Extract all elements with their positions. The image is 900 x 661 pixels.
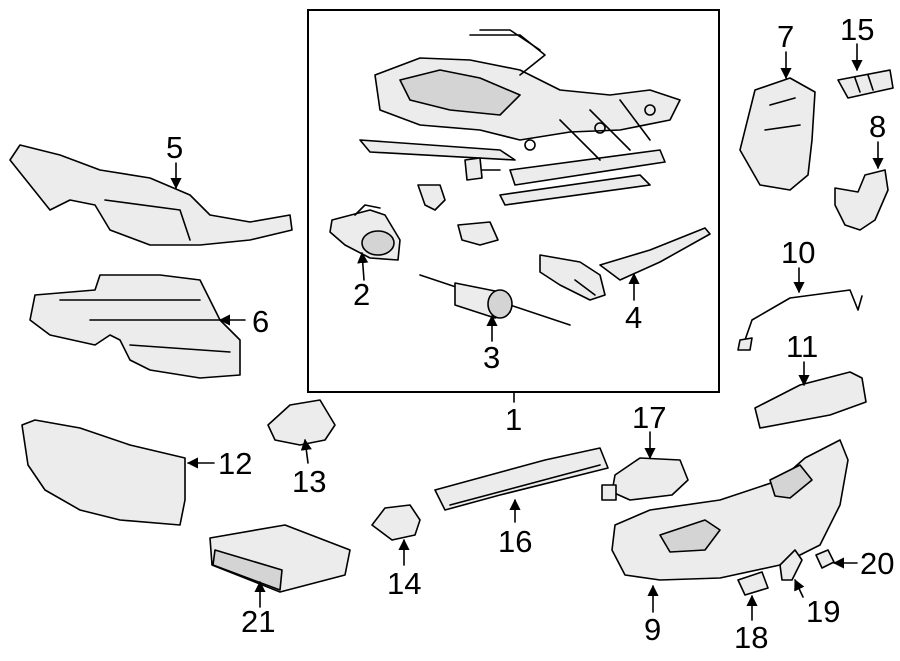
callout-19: 19 — [806, 594, 840, 629]
part-19-knob[interactable] — [779, 549, 803, 581]
part-5-side-bracket[interactable] — [9, 144, 293, 246]
callout-4: 4 — [625, 300, 642, 335]
part-20-knob[interactable] — [815, 549, 835, 569]
part-6-cushion-pan[interactable] — [29, 274, 241, 379]
callout-3: 3 — [483, 340, 500, 375]
callout-21: 21 — [241, 604, 275, 639]
part-14-latch[interactable] — [371, 504, 421, 541]
adjuster-clip[interactable] — [457, 221, 499, 246]
callout-13: 13 — [292, 464, 326, 499]
part-13-bracket[interactable] — [267, 399, 336, 446]
callout-12: 12 — [218, 446, 252, 481]
callout-11: 11 — [786, 329, 818, 364]
adjuster-bolt[interactable] — [417, 184, 446, 211]
leader-lines — [170, 43, 884, 621]
part-10-harness[interactable] — [737, 289, 863, 351]
part-16-track-rail[interactable] — [434, 447, 609, 511]
part-17-switch-module[interactable] — [601, 457, 689, 501]
part-4-tilt-motor[interactable] — [539, 227, 711, 301]
callout-16: 16 — [498, 524, 532, 559]
seat-adjuster-frame[interactable] — [359, 29, 681, 206]
callout-18: 18 — [734, 620, 768, 655]
callout-17: 17 — [632, 400, 666, 435]
callout-20: 20 — [860, 546, 894, 581]
callout-2: 2 — [353, 277, 370, 312]
part-15-clip[interactable] — [837, 69, 894, 99]
part-12-side-shield[interactable] — [21, 419, 186, 526]
callout-14: 14 — [387, 566, 421, 601]
callout-5: 5 — [166, 130, 183, 165]
part-2-motor[interactable] — [329, 204, 401, 261]
part-21-control-module[interactable] — [209, 524, 351, 593]
callout-7: 7 — [777, 19, 794, 54]
part-18-knob[interactable] — [737, 571, 769, 596]
callout-8: 8 — [869, 109, 886, 144]
callout-1: 1 — [505, 402, 522, 437]
part-11-trim-panel[interactable] — [754, 371, 867, 429]
callout-6: 6 — [252, 304, 269, 339]
part-3-drive-motor[interactable] — [419, 274, 571, 326]
part-7-recliner-cover[interactable] — [739, 77, 816, 191]
callout-9: 9 — [644, 612, 661, 647]
callout-10: 10 — [781, 235, 815, 270]
adjuster-bracket-small[interactable] — [464, 157, 501, 181]
part-8-bracket[interactable] — [834, 169, 889, 231]
callout-15: 15 — [840, 12, 874, 47]
part-9-side-cover[interactable] — [611, 439, 849, 581]
